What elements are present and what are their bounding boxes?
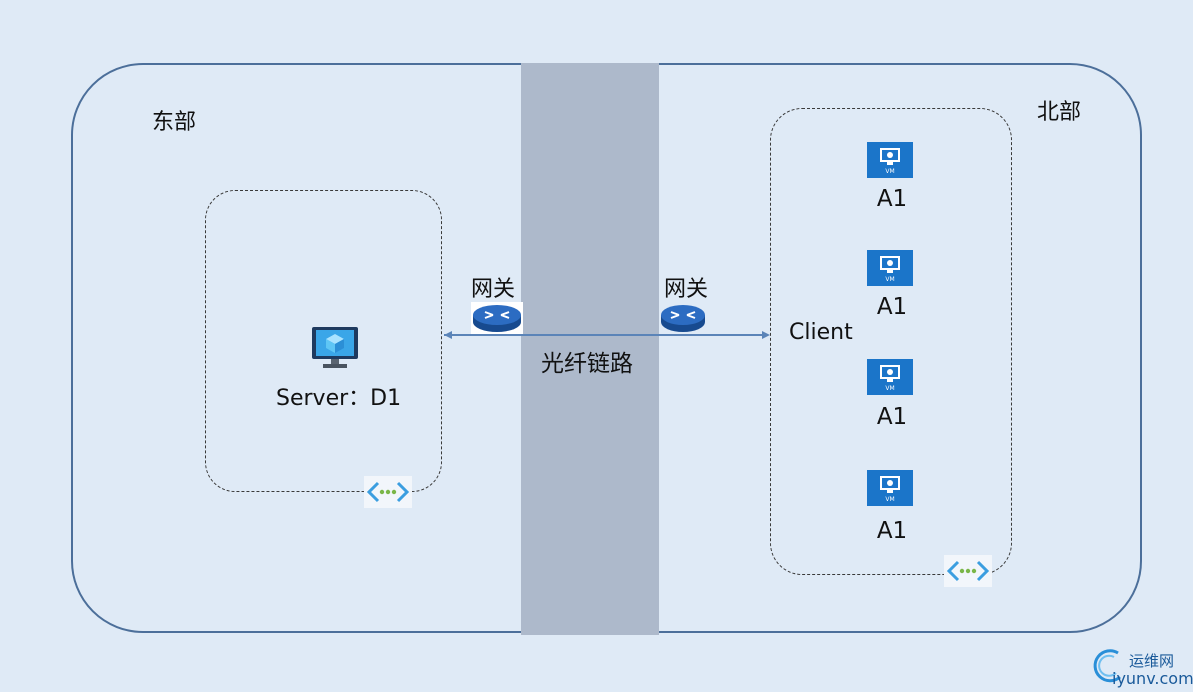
watermark-domain: iyunv.com bbox=[1112, 669, 1193, 688]
svg-text:VM: VM bbox=[885, 168, 894, 175]
client-vm-label: A1 bbox=[876, 186, 908, 212]
fiber-link-label: 光纤链路 bbox=[541, 351, 633, 377]
svg-text:VM: VM bbox=[885, 385, 894, 392]
client-vm-icon: VM bbox=[867, 250, 913, 286]
client-vm-icon: VM bbox=[867, 470, 913, 506]
client-vm-icon: VM bbox=[867, 142, 913, 178]
north-region-label: 北部 bbox=[1037, 100, 1082, 125]
client-vm-label: A1 bbox=[876, 294, 908, 320]
vnet-icon bbox=[364, 476, 412, 508]
svg-text:VM: VM bbox=[885, 276, 894, 283]
client-vm-label: A1 bbox=[876, 404, 908, 430]
server-label: Server：D1 bbox=[276, 386, 402, 411]
router-icon bbox=[471, 302, 523, 334]
client-vm-icon: VM bbox=[867, 359, 913, 395]
watermark-name: 运维网 bbox=[1129, 652, 1175, 670]
fiber-link-band bbox=[521, 63, 659, 635]
east-vnet-box bbox=[205, 190, 442, 492]
server-vm-icon bbox=[312, 327, 358, 368]
client-vm-label: A1 bbox=[876, 518, 908, 544]
left-gateway-label: 网关 bbox=[471, 277, 516, 302]
east-region-label: 东部 bbox=[152, 110, 197, 135]
watermark-logo-icon bbox=[1093, 649, 1121, 683]
router-icon bbox=[661, 305, 705, 332]
vnet-icon bbox=[944, 555, 992, 587]
north-vnet-box bbox=[770, 108, 1012, 575]
svg-text:VM: VM bbox=[885, 496, 894, 503]
right-gateway-label: 网关 bbox=[664, 277, 709, 302]
client-label: Client bbox=[789, 320, 853, 345]
